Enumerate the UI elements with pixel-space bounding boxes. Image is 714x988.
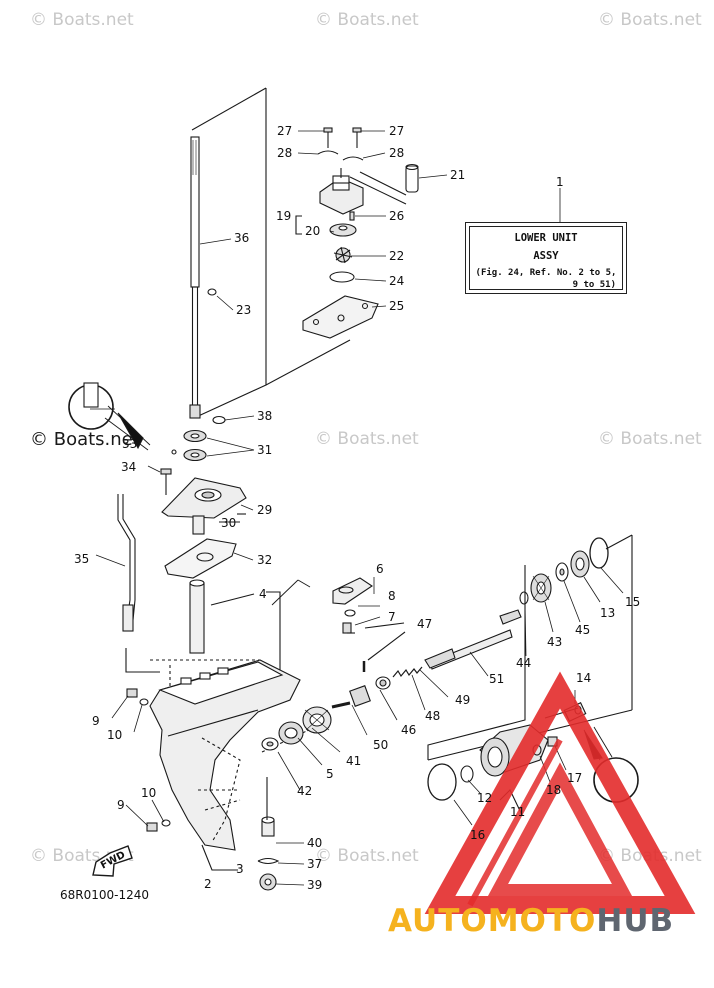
callout-20: 20	[305, 224, 321, 238]
shift-rod	[117, 494, 136, 632]
watermark: © Boats.net	[598, 429, 702, 449]
callout-36: 36	[234, 231, 250, 245]
trim-tab	[332, 577, 373, 605]
callout-45: 45	[575, 623, 591, 637]
brand-part-b: HUB	[596, 903, 675, 939]
callout-38: 38	[257, 409, 273, 423]
title-line2: ASSY	[533, 250, 559, 262]
top-bolts	[317, 127, 364, 161]
callout-18: 18	[546, 783, 562, 797]
callout-48: 48	[425, 709, 441, 723]
propeller-shaft	[424, 609, 522, 670]
callout-10: 10	[141, 786, 157, 800]
brand-wordmark: AUTOMOTOHUB	[388, 903, 674, 939]
callout-13: 13	[600, 606, 616, 620]
water-pump-outline	[191, 87, 351, 419]
callout-32: 32	[257, 553, 273, 567]
figure-code: 68R0100-1240	[60, 888, 150, 902]
callout-16: 16	[470, 828, 486, 842]
callout-41: 41	[346, 754, 362, 768]
dog-clutch	[349, 685, 371, 707]
cc-inset-top	[68, 382, 151, 451]
callout-10: 10	[107, 728, 123, 742]
forward-gear	[302, 706, 332, 734]
title-line1: LOWER UNIT	[514, 232, 578, 244]
nut-39	[259, 873, 277, 891]
watermark: © Boats.net	[30, 10, 134, 30]
callout-9: 9	[117, 798, 125, 812]
watermark: © Boats.net	[315, 10, 419, 30]
callout-22: 22	[389, 249, 405, 263]
watermark: © Boats.net	[315, 846, 419, 866]
callout-40: 40	[307, 836, 323, 850]
bushing-40	[261, 777, 275, 837]
fwd-arrow-shape	[92, 845, 133, 877]
callout-34: 34	[121, 460, 137, 474]
callout-4: 4	[259, 587, 267, 601]
callout-29: 29	[257, 503, 273, 517]
callout-9: 9	[92, 714, 100, 728]
callout-21: 21	[450, 168, 466, 182]
callout-23: 23	[236, 303, 252, 317]
callout-2: 2	[204, 877, 212, 891]
callout-3: 3	[236, 862, 244, 876]
callout-26: 26	[389, 209, 405, 223]
callout-17: 17	[567, 771, 583, 785]
water-tube	[349, 163, 419, 205]
brand-part-a: AUTOMOTO	[388, 903, 597, 939]
callout-5: 5	[326, 767, 334, 781]
callout-49: 49	[455, 693, 471, 707]
seal-housing	[161, 477, 247, 535]
collar	[189, 579, 255, 654]
title-line3: (Fig. 24, Ref. No. 2 to 5,	[475, 268, 617, 278]
callout-7: 7	[388, 610, 396, 624]
callout-11: 11	[510, 805, 526, 819]
callout-44: 44	[516, 656, 532, 670]
callout-46: 46	[401, 723, 417, 737]
callout-47: 47	[417, 617, 433, 631]
callout-42: 42	[297, 784, 313, 798]
callout-25: 25	[389, 299, 405, 313]
callout-24: 24	[389, 274, 405, 288]
callout-14: 14	[576, 671, 592, 685]
callout-28: 28	[277, 146, 293, 160]
callout-39: 39	[307, 878, 323, 892]
lower-casing	[149, 659, 301, 851]
bearing-5	[278, 721, 304, 745]
callout-27: 27	[389, 124, 405, 138]
callout-19: 19	[276, 209, 292, 223]
drive-shaft	[189, 136, 201, 419]
watermark: © Boats.net	[598, 10, 702, 30]
callout-33: 33	[122, 437, 138, 451]
callout-1: 1	[556, 175, 564, 189]
bearing-13	[570, 550, 590, 578]
callout-37: 37	[307, 857, 323, 871]
callout-27: 27	[277, 124, 293, 138]
callout-43: 43	[547, 635, 563, 649]
callout-50: 50	[373, 738, 389, 752]
lower-unit-assy-box-inner: LOWER UNIT ASSY (Fig. 24, Ref. No. 2 to …	[469, 226, 623, 290]
watermark: © Boats.net	[315, 429, 419, 449]
callout-28: 28	[389, 146, 405, 160]
pump-housing	[319, 168, 364, 215]
callout-31: 31	[257, 443, 273, 457]
callout-30: 30	[221, 516, 237, 530]
callout-8: 8	[388, 589, 396, 603]
title-line4: 9 to 51)	[572, 280, 616, 290]
impeller	[333, 246, 353, 264]
callout-35: 35	[74, 552, 90, 566]
lower-unit-assy-box: LOWER UNIT ASSY (Fig. 24, Ref. No. 2 to …	[465, 222, 627, 294]
reverse-gear	[530, 573, 552, 603]
callout-12: 12	[477, 791, 493, 805]
brand-logo-triangle	[424, 671, 696, 914]
callout-51: 51	[489, 672, 505, 686]
callout-6: 6	[376, 562, 384, 576]
callout-15: 15	[625, 595, 641, 609]
watermark: © Boats.net	[30, 429, 140, 450]
